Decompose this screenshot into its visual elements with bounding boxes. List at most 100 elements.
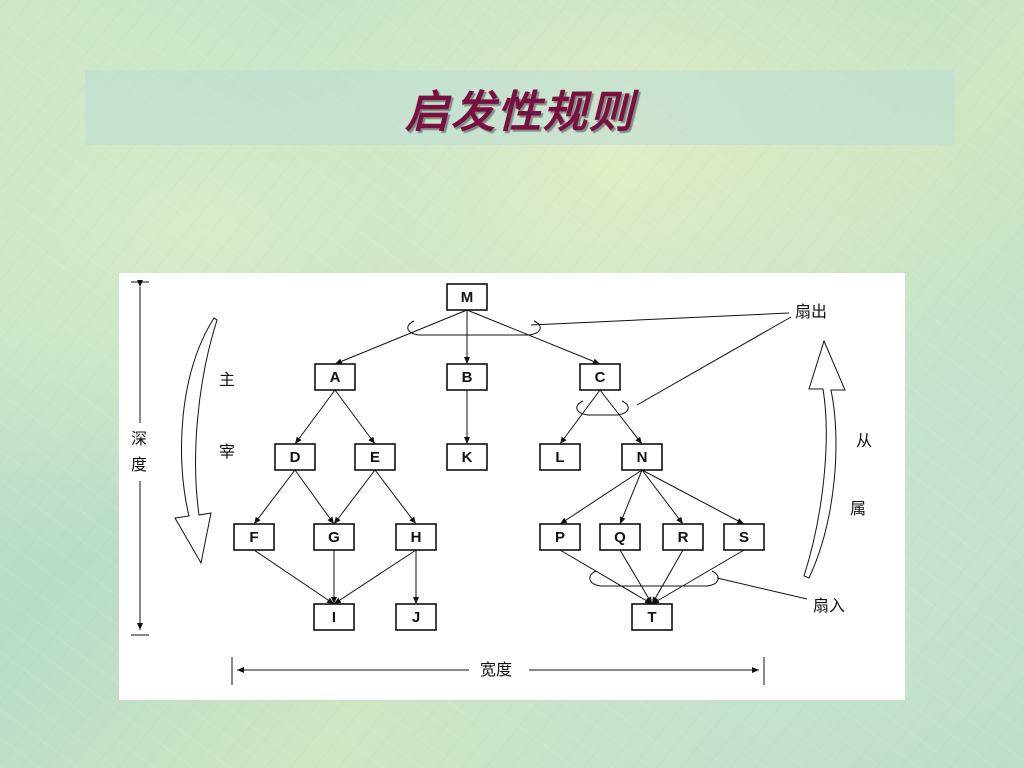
node-label-e: E bbox=[370, 449, 380, 466]
node-label-p: P bbox=[555, 529, 565, 546]
node-box-j bbox=[395, 603, 437, 631]
edge-n-q bbox=[619, 469, 643, 525]
master-label-1: 主 bbox=[219, 370, 235, 389]
fan-out-brace-m bbox=[407, 320, 541, 336]
title-band bbox=[85, 70, 955, 145]
node-label-b: B bbox=[462, 369, 473, 386]
fan-out-pointer-1 bbox=[530, 312, 790, 326]
edge-c-l bbox=[559, 389, 601, 445]
node-label-i: I bbox=[332, 609, 336, 626]
edge-e-h bbox=[374, 469, 417, 525]
edge-a-e bbox=[334, 389, 376, 445]
node-e: E bbox=[354, 443, 396, 471]
node-box-a bbox=[314, 363, 356, 391]
master-label-2: 宰 bbox=[219, 442, 235, 461]
edge-s-t bbox=[651, 549, 745, 605]
slave-label-2: 属 bbox=[850, 499, 866, 518]
slide-title: 启发性规则 bbox=[405, 86, 635, 138]
node-label-a: A bbox=[330, 369, 341, 386]
node-box-m bbox=[446, 283, 488, 311]
node-box-n bbox=[621, 443, 663, 471]
node-box-k bbox=[446, 443, 488, 471]
node-label-q: Q bbox=[614, 529, 626, 546]
node-c: C bbox=[579, 363, 621, 391]
edge-m-c bbox=[466, 309, 601, 365]
node-m: M bbox=[446, 283, 488, 311]
node-label-f: F bbox=[249, 529, 258, 546]
node-j: J bbox=[395, 603, 437, 631]
node-a: A bbox=[314, 363, 356, 391]
node-q: Q bbox=[599, 523, 641, 551]
fan-out-label: 扇出 bbox=[795, 302, 827, 321]
node-box-d bbox=[274, 443, 316, 471]
node-box-q bbox=[599, 523, 641, 551]
edge-c-n bbox=[599, 389, 643, 445]
node-box-l bbox=[539, 443, 581, 471]
node-d: D bbox=[274, 443, 316, 471]
node-label-h: H bbox=[411, 529, 422, 546]
node-p: P bbox=[539, 523, 581, 551]
node-t: T bbox=[631, 603, 673, 631]
depth-indicator: 深 度 bbox=[131, 280, 149, 636]
edge-f-i bbox=[253, 549, 335, 605]
node-box-c bbox=[579, 363, 621, 391]
node-s: S bbox=[723, 523, 765, 551]
edge-p-t bbox=[559, 549, 653, 605]
node-label-g: G bbox=[328, 529, 340, 546]
fan-out-pointer-2 bbox=[636, 316, 792, 406]
node-h: H bbox=[395, 523, 437, 551]
node-box-b bbox=[446, 363, 488, 391]
node-box-e bbox=[354, 443, 396, 471]
node-box-s bbox=[723, 523, 765, 551]
node-k: K bbox=[446, 443, 488, 471]
node-label-j: J bbox=[412, 609, 420, 626]
node-label-r: R bbox=[678, 529, 689, 546]
node-label-k: K bbox=[462, 449, 473, 466]
edge-e-g bbox=[333, 469, 376, 525]
node-label-t: T bbox=[647, 609, 656, 626]
depth-label-1: 深 bbox=[131, 429, 147, 448]
edge-d-f bbox=[253, 469, 296, 525]
node-label-n: N bbox=[637, 449, 648, 466]
edges-layer bbox=[253, 309, 745, 605]
edge-h-i bbox=[333, 549, 417, 605]
fan-in-label: 扇入 bbox=[813, 596, 845, 615]
edge-n-p bbox=[559, 469, 643, 525]
edge-n-r bbox=[641, 469, 684, 525]
depth-label-2: 度 bbox=[131, 455, 147, 474]
fan-out-brace-c bbox=[576, 400, 629, 416]
node-b: B bbox=[446, 363, 488, 391]
edge-a-d bbox=[294, 389, 336, 445]
edge-q-t bbox=[619, 549, 653, 605]
node-i: I bbox=[313, 603, 355, 631]
node-g: G bbox=[313, 523, 355, 551]
edge-r-t bbox=[651, 549, 684, 605]
node-box-i bbox=[313, 603, 355, 631]
node-box-g bbox=[313, 523, 355, 551]
width-label: 宽度 bbox=[480, 660, 512, 679]
node-f: F bbox=[233, 523, 275, 551]
slave-arrow-icon bbox=[803, 339, 846, 579]
node-label-l: L bbox=[555, 449, 564, 466]
node-box-r bbox=[662, 523, 704, 551]
node-n: N bbox=[621, 443, 663, 471]
node-box-t bbox=[631, 603, 673, 631]
master-arrow-icon bbox=[174, 317, 218, 565]
node-l: L bbox=[539, 443, 581, 471]
width-indicator: 宽度 bbox=[231, 657, 765, 685]
nodes-layer: M A B C D E K L N F G H P Q R S I J T bbox=[233, 283, 765, 631]
fan-in-pointer bbox=[716, 577, 808, 600]
node-label-m: M bbox=[461, 289, 474, 306]
node-label-c: C bbox=[595, 369, 606, 386]
node-r: R bbox=[662, 523, 704, 551]
node-box-f bbox=[233, 523, 275, 551]
edge-m-a bbox=[334, 309, 468, 365]
node-box-h bbox=[395, 523, 437, 551]
edge-n-s bbox=[641, 469, 745, 525]
node-box-p bbox=[539, 523, 581, 551]
fan-in-brace bbox=[589, 570, 719, 587]
node-label-d: D bbox=[290, 449, 301, 466]
edge-d-g bbox=[294, 469, 335, 525]
